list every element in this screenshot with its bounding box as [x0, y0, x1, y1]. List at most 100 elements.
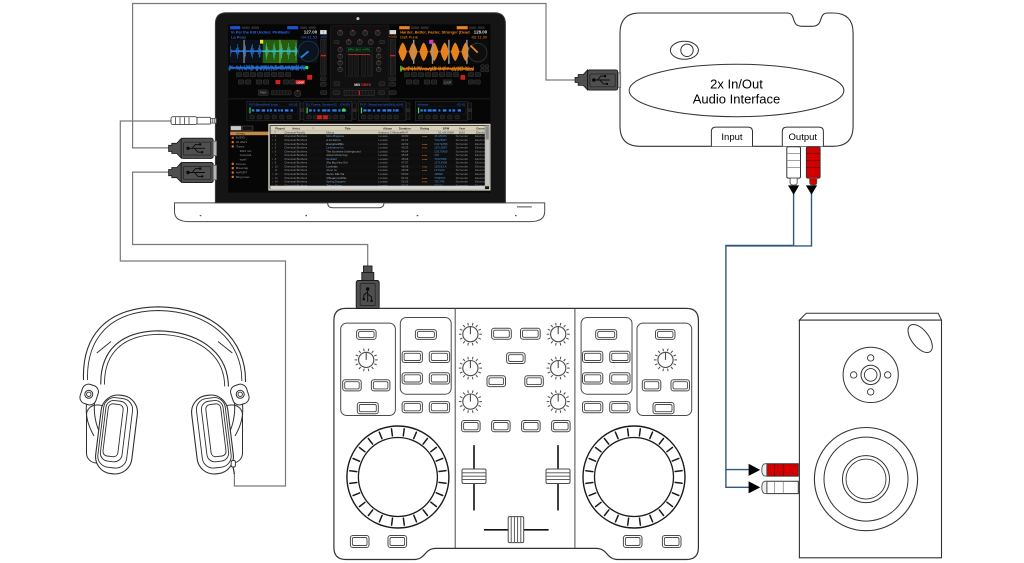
- svg-text:51:01: 51:01: [401, 176, 408, 180]
- svg-text:Chemical Rockly: Chemical Rockly: [284, 130, 305, 134]
- svg-text:-0:00: -0:00: [320, 35, 327, 39]
- svg-text:TALK: TALK: [260, 91, 267, 95]
- svg-text:●●●●: ●●●●: [422, 181, 428, 184]
- svg-text:11: 11: [275, 168, 278, 172]
- svg-text:Chemical Brothers: Chemical Brothers: [284, 153, 308, 157]
- svg-text:●●●●: ●●●●: [422, 177, 428, 180]
- svg-text:Surrender: Surrender: [456, 134, 469, 138]
- svg-text:TCA/5647: TCA/5647: [434, 138, 447, 142]
- svg-text:Chemical Brothers: Chemical Brothers: [284, 172, 308, 176]
- svg-text:BPM 128.0 +4 PRL: BPM 128.0 +4 PRL: [348, 48, 371, 52]
- svg-text:49:09: 49:09: [401, 168, 408, 172]
- svg-text:Input: Input: [721, 132, 742, 143]
- svg-text:14: 14: [275, 180, 278, 184]
- svg-text:Electroni: Electroni: [475, 183, 486, 187]
- svg-text:Genre: Genre: [476, 126, 485, 130]
- svg-text:♪: ♪: [272, 157, 274, 161]
- svg-text:Electroni: Electroni: [475, 153, 486, 157]
- svg-text:sheet ris: sheet ris: [326, 168, 337, 172]
- svg-text:52:02: 52:02: [401, 180, 408, 184]
- svg-text:Duration: Duration: [399, 126, 411, 130]
- svg-text:Electroni: Electroni: [475, 164, 486, 168]
- svg-text:13: 13: [275, 176, 278, 180]
- svg-text:Gimbatif: Gimbatif: [326, 157, 337, 161]
- svg-text:4: 4: [275, 142, 277, 146]
- svg-text:48:08: 48:08: [401, 164, 408, 168]
- svg-text:BPM: BPM: [443, 126, 450, 130]
- svg-text:Surrender: Surrender: [456, 149, 469, 153]
- svg-text:44:04: 44:04: [401, 149, 408, 153]
- svg-text:Surrender: Surrender: [456, 183, 469, 187]
- svg-text:T766T2T: T766T2T: [434, 176, 446, 180]
- svg-text:♪: ♪: [272, 146, 274, 150]
- svg-text:♪: ♪: [272, 134, 274, 138]
- svg-text:Chemical Brothers: Chemical Brothers: [284, 176, 308, 180]
- svg-text:Library: Library: [236, 132, 246, 136]
- svg-text:8: 8: [275, 157, 277, 161]
- svg-text:Chemical Brothers: Chemical Brothers: [284, 157, 308, 161]
- svg-text:Lunada: Lunada: [378, 149, 388, 153]
- svg-text:Year: Year: [459, 126, 466, 130]
- svg-text:Chemical Brothers: Chemical Brothers: [284, 142, 308, 146]
- svg-text:♪: ♪: [272, 183, 274, 187]
- svg-text:Surrender: Surrender: [456, 161, 469, 165]
- svg-text:L2TG2A: L2TG2A: [434, 168, 445, 172]
- svg-text:Harder, Better, Faster, Strong: Harder, Better, Faster, Stronger (Dead: [400, 29, 470, 34]
- svg-text:composit: composit: [240, 153, 252, 157]
- svg-text:Aztecs Punk Guy: Aztecs Punk Guy: [326, 153, 348, 157]
- svg-text:Artist: Artist: [292, 126, 300, 130]
- svg-text:Lunada: Lunada: [378, 172, 388, 176]
- svg-text:(24:05): (24:05): [340, 103, 350, 107]
- svg-text:- - - -: - - - -: [422, 150, 428, 153]
- svg-text:Moto Brigance: Moto Brigance: [326, 134, 344, 138]
- svg-text:LOOP: LOOP: [444, 80, 451, 84]
- svg-text:2012 mix: 2012 mix: [240, 149, 252, 153]
- svg-text:50:00: 50:00: [401, 172, 408, 176]
- svg-text:PLP - Broad dan lyrikSkiLLs: PLP - Broad dan lyrikSkiLLs: [360, 103, 398, 107]
- svg-text:53:03: 53:03: [401, 183, 408, 187]
- svg-text:Surrender: Surrender: [456, 172, 469, 176]
- svg-text:●●●●: ●●●●: [422, 135, 428, 138]
- svg-text:Lunada: Lunada: [378, 183, 388, 187]
- svg-text:Electroni: Electroni: [475, 176, 486, 180]
- svg-text:128.00: 128.00: [474, 29, 488, 34]
- svg-text:Surrender: Surrender: [456, 138, 469, 142]
- svg-text:Chemical Brothers: Chemical Brothers: [284, 180, 308, 184]
- svg-text:Audio Interface: Audio Interface: [693, 92, 780, 107]
- svg-text:12V1288T: 12V1288T: [434, 146, 447, 150]
- svg-text:2: 2: [275, 134, 277, 138]
- svg-text:9: 9: [275, 161, 277, 165]
- svg-text:02.A5C0608: 02.A5C0608: [438, 130, 454, 134]
- svg-text:3: 3: [275, 138, 277, 142]
- svg-text:La Roux: La Roux: [231, 35, 246, 40]
- svg-text:LOOP: LOOP: [297, 80, 305, 84]
- svg-text:Lunada: Lunada: [378, 180, 388, 184]
- svg-text:♪: ♪: [272, 149, 274, 153]
- svg-text:5: 5: [275, 146, 277, 150]
- svg-text:Output: Output: [789, 132, 818, 143]
- svg-text:Chemical Brothers: Chemical Brothers: [284, 161, 308, 165]
- svg-text:●●●●: ●●●●: [422, 143, 428, 146]
- svg-text:It Began Andthis: It Began Andthis: [326, 176, 347, 180]
- svg-text:6: 6: [275, 149, 277, 153]
- svg-text:work!: work!: [240, 157, 247, 161]
- svg-text:DJ, Fuente, Senden 02: DJ, Fuente, Senden 02: [306, 103, 337, 107]
- svg-text:+0:00: +0:00: [389, 35, 397, 39]
- svg-text:In Per the Kill Undies: PinMas: In Per the Kill Undies: PinMash!: [231, 29, 290, 34]
- svg-text:Airheats: Airheats: [417, 103, 429, 107]
- svg-text:C9173A50: C9173A50: [434, 149, 448, 153]
- svg-text:Anatomy 2 Musical: Anatomy 2 Musical: [378, 130, 402, 134]
- svg-text:Title: Title: [345, 126, 351, 130]
- svg-text:MIX: MIX: [354, 83, 361, 87]
- svg-text:127.00: 127.00: [304, 29, 318, 34]
- svg-text:Electroni: Electroni: [475, 161, 486, 165]
- svg-text:12: 12: [275, 172, 278, 176]
- svg-text:7: 7: [275, 153, 277, 157]
- svg-text:Lunada: Lunada: [378, 176, 388, 180]
- svg-text:♪: ♪: [272, 142, 274, 146]
- svg-text:Surrender: Surrender: [456, 180, 469, 184]
- svg-text:43:03: 43:03: [401, 146, 408, 150]
- svg-text:Electroni: Electroni: [475, 142, 486, 146]
- svg-text:7: 7: [274, 130, 276, 134]
- svg-text:Lunada: Lunada: [378, 153, 388, 157]
